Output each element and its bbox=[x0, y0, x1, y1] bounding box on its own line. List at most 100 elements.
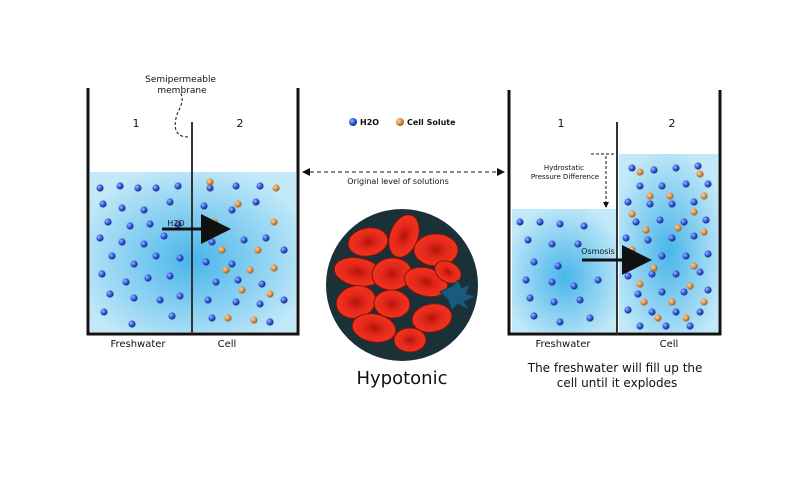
water-molecule-icon bbox=[256, 300, 264, 308]
solute-molecule-icon bbox=[696, 170, 704, 178]
water-molecule-icon bbox=[658, 288, 666, 296]
water-molecule-icon bbox=[118, 204, 126, 212]
right-solution-freshwater bbox=[512, 209, 617, 332]
solute-molecule-icon bbox=[690, 262, 698, 270]
water-molecule-icon bbox=[166, 272, 174, 280]
water-molecule-icon bbox=[658, 182, 666, 190]
water-molecule-icon bbox=[622, 234, 630, 242]
water-molecule-icon bbox=[96, 234, 104, 242]
water-molecule-icon bbox=[280, 246, 288, 254]
left-freshwater-label: Freshwater bbox=[110, 339, 166, 350]
water-molecule-icon bbox=[152, 184, 160, 192]
solute-molecule-icon bbox=[666, 192, 674, 200]
solute-molecule-icon bbox=[700, 298, 708, 306]
solute-molecule-icon bbox=[266, 290, 274, 298]
water-molecule-icon bbox=[524, 236, 532, 244]
solute-molecule-icon bbox=[250, 316, 258, 324]
water-molecule-icon bbox=[586, 314, 594, 322]
solute-molecule-icon bbox=[206, 178, 214, 186]
water-molecule-icon bbox=[126, 222, 134, 230]
right-section-1: 1 bbox=[558, 117, 565, 130]
right-beaker-wall bbox=[507, 90, 722, 336]
water-molecule-icon bbox=[240, 236, 248, 244]
water-molecule-icon bbox=[570, 282, 578, 290]
water-molecule-icon bbox=[212, 278, 220, 286]
solute-molecule-icon bbox=[682, 314, 690, 322]
water-molecule-icon bbox=[258, 280, 266, 288]
water-molecule-icon bbox=[104, 218, 112, 226]
water-molecule-icon bbox=[108, 252, 116, 260]
water-molecule-icon bbox=[100, 308, 108, 316]
water-molecule-icon bbox=[128, 320, 136, 328]
water-molecule-icon bbox=[266, 318, 274, 326]
water-molecule-icon bbox=[576, 296, 584, 304]
solute-molecule-icon bbox=[238, 286, 246, 294]
left-section-2: 2 bbox=[237, 117, 244, 130]
right-section-2: 2 bbox=[669, 117, 676, 130]
water-molecule-icon bbox=[262, 234, 270, 242]
water-molecule-icon bbox=[122, 278, 130, 286]
water-molecule-icon bbox=[166, 198, 174, 206]
water-molecule-icon bbox=[704, 250, 712, 258]
water-molecule-icon bbox=[134, 184, 142, 192]
solute-molecule-icon bbox=[628, 210, 636, 218]
water-molecule-icon bbox=[556, 220, 564, 228]
water-molecule-icon bbox=[658, 252, 666, 260]
water-molecule-icon bbox=[228, 206, 236, 214]
solute-molecule-icon bbox=[270, 264, 278, 272]
solute-molecule-icon bbox=[628, 246, 636, 254]
water-molecule-icon bbox=[704, 286, 712, 294]
water-molecule-icon bbox=[686, 322, 694, 330]
water-molecule-icon bbox=[522, 276, 530, 284]
water-molecule-icon bbox=[232, 298, 240, 306]
water-molecule-icon bbox=[176, 292, 184, 300]
solute-molecule-icon bbox=[234, 200, 242, 208]
water-molecule-icon bbox=[680, 218, 688, 226]
hydrostatic-label: Hydrostatic Pressure Difference bbox=[531, 164, 599, 181]
solute-molecule-icon bbox=[246, 266, 254, 274]
water-molecule-icon bbox=[624, 272, 632, 280]
red-blood-cell-icon bbox=[373, 289, 411, 319]
solute-molecule-icon bbox=[642, 226, 650, 234]
solute-molecule-icon bbox=[218, 246, 226, 254]
water-molecule-icon bbox=[668, 234, 676, 242]
water-molecule-icon bbox=[656, 216, 664, 224]
water-molecule-icon bbox=[644, 236, 652, 244]
water-molecule-icon bbox=[536, 218, 544, 226]
water-molecule-icon bbox=[202, 258, 210, 266]
red-blood-cell-icon bbox=[411, 303, 453, 333]
water-molecule-icon bbox=[548, 240, 556, 248]
water-molecule-icon bbox=[156, 296, 164, 304]
water-molecule-icon bbox=[668, 200, 676, 208]
solute-molecule-icon bbox=[654, 314, 662, 322]
left-beaker: Semipermeable membrane 1 2 H2O Freshwate… bbox=[86, 75, 300, 350]
water-molecule-icon bbox=[204, 296, 212, 304]
water-molecule-icon bbox=[628, 164, 636, 172]
water-molecule-icon bbox=[690, 232, 698, 240]
water-molecule-icon bbox=[160, 232, 168, 240]
water-molecule-icon bbox=[648, 308, 656, 316]
water-molecule-icon bbox=[548, 278, 556, 286]
solute-molecule-icon bbox=[222, 266, 230, 274]
water-molecule-icon bbox=[696, 308, 704, 316]
solute-molecule-icon bbox=[650, 264, 658, 272]
water-molecule-icon bbox=[140, 240, 148, 248]
water-molecule-icon bbox=[704, 180, 712, 188]
water-molecule-icon bbox=[634, 290, 642, 298]
red-blood-cell-icon bbox=[388, 214, 420, 258]
solute-molecule-icon bbox=[254, 246, 262, 254]
water-molecule-icon bbox=[232, 182, 240, 190]
legend: H2O Cell Solute bbox=[349, 118, 456, 127]
water-molecule-icon bbox=[550, 298, 558, 306]
water-molecule-icon bbox=[152, 252, 160, 260]
solute-molecule-icon bbox=[700, 192, 708, 200]
water-molecule-icon bbox=[98, 270, 106, 278]
water-molecule-icon bbox=[234, 276, 242, 284]
water-molecule-icon bbox=[672, 164, 680, 172]
water-molecule-icon bbox=[118, 238, 126, 246]
water-molecule-icon bbox=[206, 184, 214, 192]
solute-molecule-icon bbox=[636, 168, 644, 176]
water-molecule-icon bbox=[96, 184, 104, 192]
red-blood-cell-icon bbox=[393, 327, 427, 353]
left-section-1: 1 bbox=[133, 117, 140, 130]
